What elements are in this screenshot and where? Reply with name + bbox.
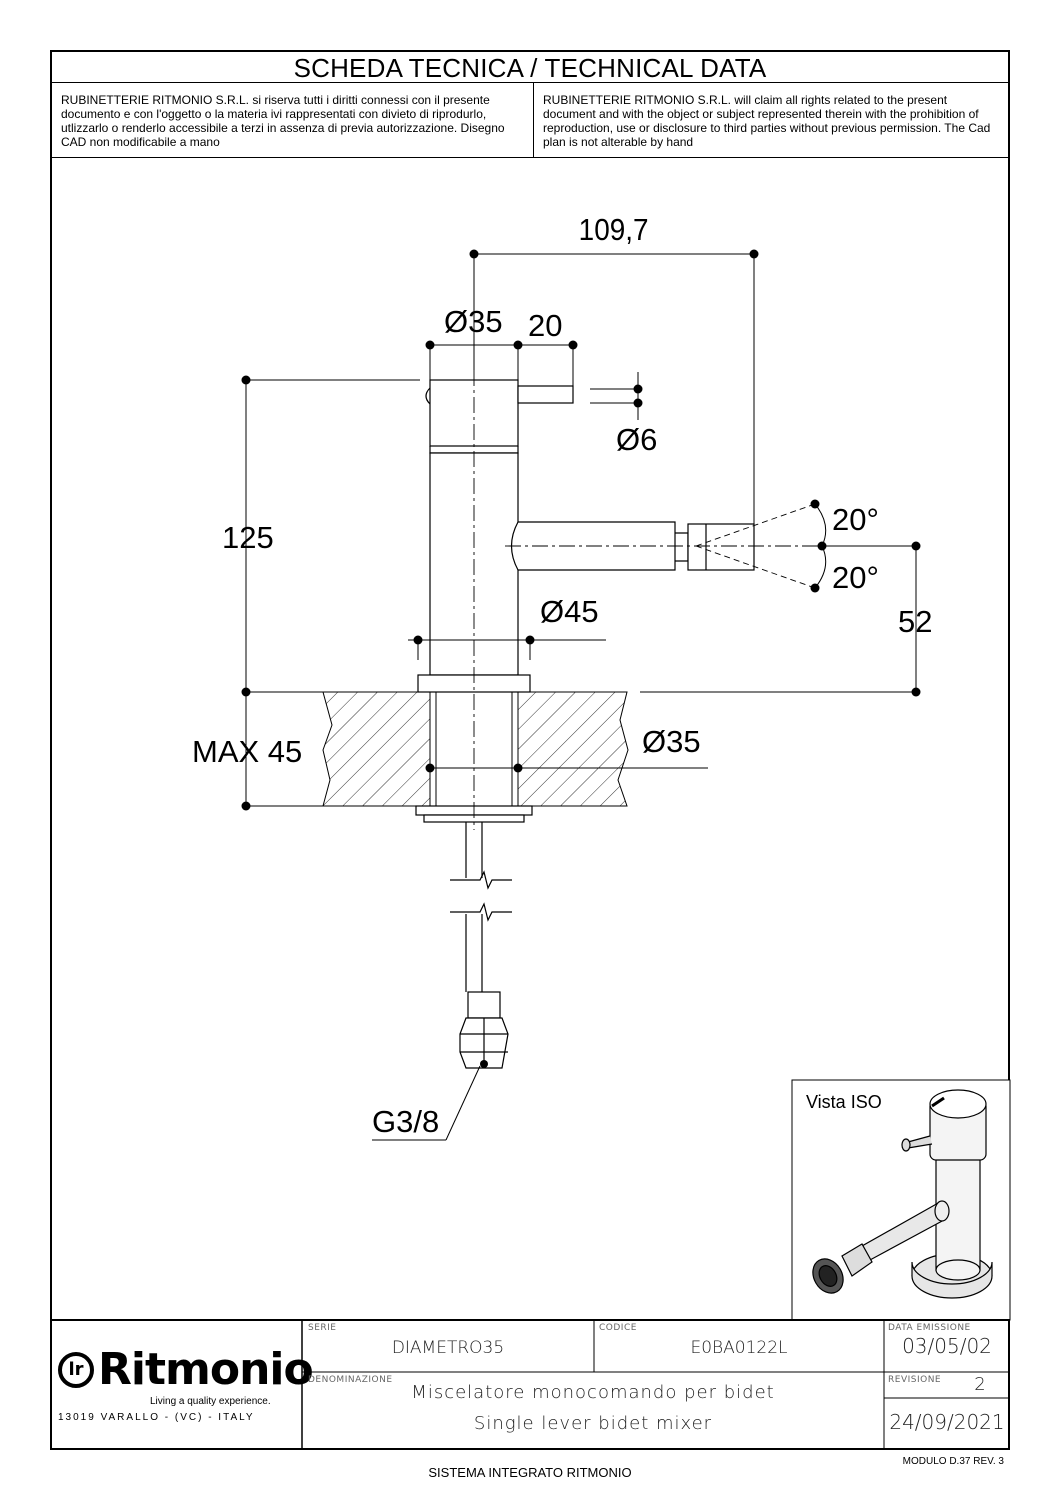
revisione-date: 24/09/2021	[889, 1410, 1005, 1434]
dim-base-diameter: Ø45	[540, 594, 599, 629]
dim-lever-offset: 20	[528, 308, 562, 343]
dim-angle-up: 20°	[832, 502, 879, 537]
denominazione-italian: Miscelatore monocomando per bidet	[411, 1382, 775, 1403]
dim-angle-down: 20°	[832, 560, 879, 595]
revisione-label: REVISIONE	[888, 1375, 942, 1385]
iso-faucet-illustration	[812, 1089, 993, 1299]
dimension-dots	[241, 249, 921, 811]
denominazione-english: Single lever bidet mixer	[473, 1413, 713, 1434]
ritmonio-logo-mark: lr	[58, 1352, 94, 1388]
footer-system: SISTEMA INTEGRATO RITMONIO	[428, 1465, 632, 1480]
dim-lever-diameter: Ø6	[616, 422, 657, 457]
serie-value: DIAMETRO35	[391, 1338, 505, 1358]
dim-body-diameter: Ø35	[444, 304, 503, 339]
spout-angle-rays	[695, 503, 816, 589]
countertop-section	[322, 691, 629, 807]
title-block	[50, 1319, 1010, 1450]
copyright-notice-italian: RUBINETTERIE RITMONIO S.R.L. si riserva …	[52, 82, 534, 157]
iso-view-label: Vista ISO	[806, 1092, 882, 1112]
footer-modulo: MODULO D.37 REV. 3	[902, 1456, 1004, 1467]
drawing-frame: SCHEDA TECNICA / TECHNICAL DATA RUBINETT…	[50, 50, 1010, 1450]
ritmonio-address: 13019 VARALLO - (VC) - ITALY	[58, 1412, 255, 1423]
dim-height: 125	[222, 520, 274, 555]
ritmonio-tagline: Living a quality experience.	[150, 1396, 271, 1407]
dimension-labels: 109,7 Ø35 20 Ø6 125 20° 20° 52 Ø45 Ø35 M…	[192, 213, 932, 1139]
copyright-notice-english: RUBINETTERIE RITMONIO S.R.L. will claim …	[543, 93, 991, 149]
ritmonio-logo-word: Ritmonio	[98, 1344, 314, 1395]
dim-width-total: 109,7	[579, 213, 649, 248]
iso-view-box: Vista ISO	[791, 1079, 1011, 1321]
data-emissione-label: DATA EMISSIONE	[888, 1323, 971, 1333]
codice-value: E0BA0122L	[690, 1338, 788, 1358]
header-divider	[52, 157, 1008, 158]
dim-spout-height: 52	[898, 604, 932, 639]
denominazione-label: DENOMINAZIONE	[308, 1375, 393, 1385]
connection-dot	[480, 1060, 488, 1068]
center-lines	[473, 370, 820, 830]
serie-label: SERIE	[308, 1323, 337, 1333]
dimension-lines	[245, 253, 917, 1141]
data-emissione-value: 03/05/02	[902, 1334, 992, 1358]
sheet-title: SCHEDA TECNICA / TECHNICAL DATA	[52, 52, 1008, 83]
dim-max-thickness: MAX 45	[192, 734, 302, 769]
codice-label: CODICE	[599, 1323, 637, 1333]
revisione-value: 2	[974, 1374, 986, 1395]
dim-hole-diameter: Ø35	[642, 724, 701, 759]
dim-connection: G3/8	[372, 1104, 439, 1139]
